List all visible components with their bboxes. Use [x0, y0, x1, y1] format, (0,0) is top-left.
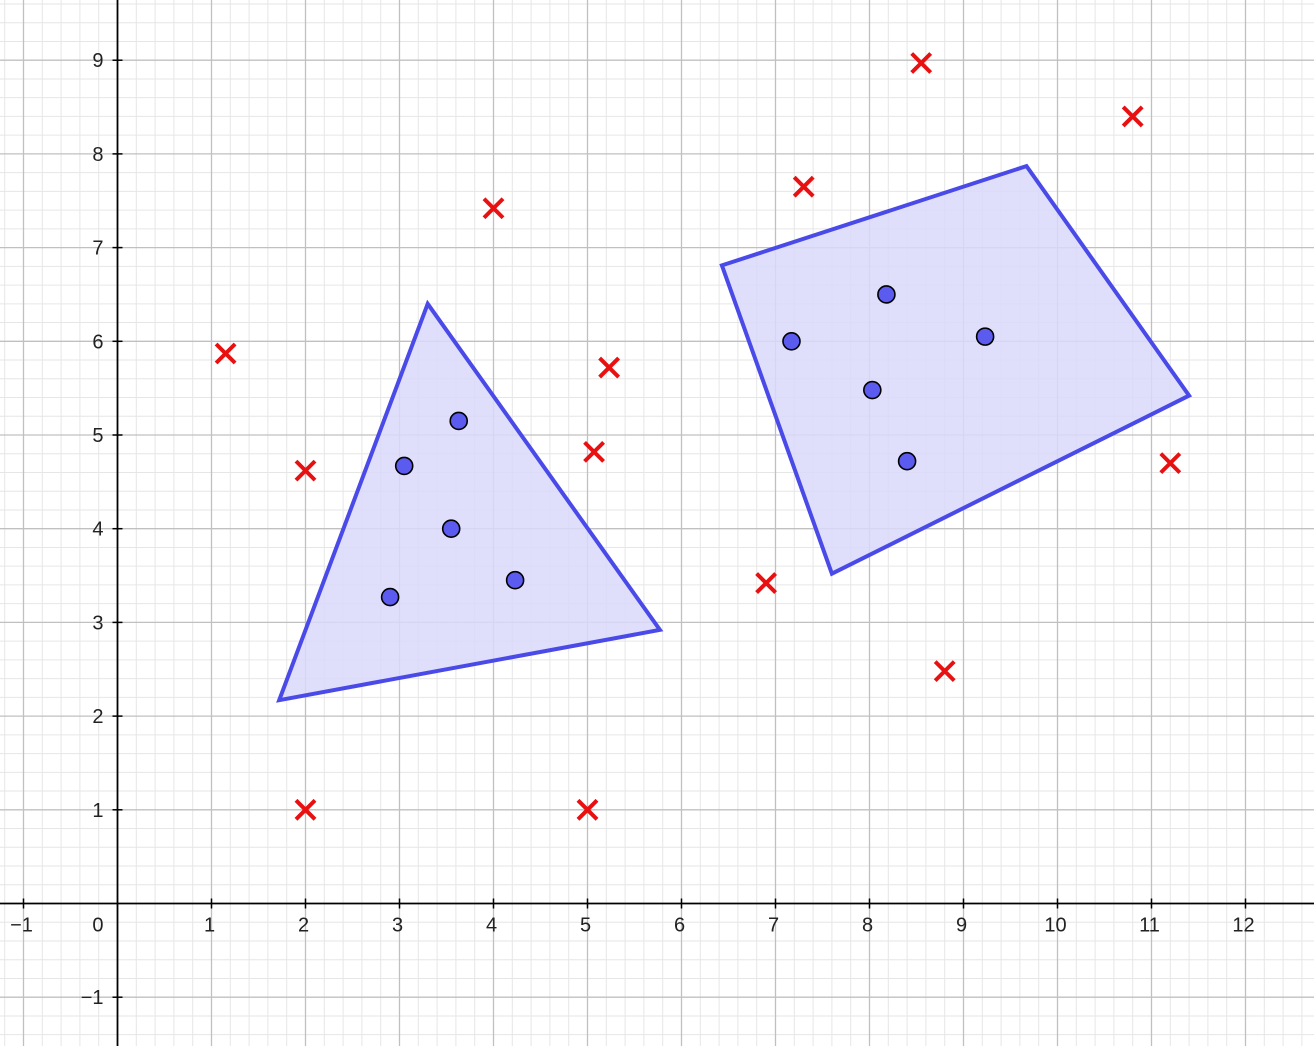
y-tick-label: 5	[92, 425, 103, 447]
data-points	[214, 52, 1182, 821]
x-tick-label: 6	[674, 915, 685, 937]
x-tick-label: 11	[1139, 915, 1160, 937]
y-tick-label: 2	[92, 706, 103, 728]
y-tick-label: 9	[92, 50, 103, 72]
cross-point	[583, 440, 605, 463]
cross-point	[910, 52, 933, 74]
circle-point	[863, 380, 882, 400]
cross-point	[755, 572, 778, 594]
cross-point	[214, 342, 237, 365]
circle-point	[449, 411, 469, 431]
circle-point	[782, 331, 801, 351]
x-tick-label: 1	[204, 915, 215, 937]
circle-point	[877, 285, 896, 304]
circle-point	[975, 327, 995, 346]
x-tick-label: 9	[956, 915, 967, 937]
shaded-polygons	[276, 163, 1193, 703]
x-tick-label: 8	[862, 915, 873, 937]
origin-label: 0	[92, 915, 103, 937]
cross-point	[1121, 105, 1144, 128]
cross-point	[294, 459, 317, 482]
circle-point	[441, 519, 461, 539]
cross-point	[792, 175, 815, 198]
circle-point	[897, 451, 917, 471]
circle-point	[394, 456, 414, 476]
x-tick-label: 7	[768, 915, 779, 937]
x-tick-label: 5	[580, 915, 591, 937]
y-tick-label: −1	[81, 987, 104, 1009]
circle-point	[505, 570, 525, 590]
cross-point	[1159, 452, 1182, 475]
x-tick-label: 12	[1232, 915, 1254, 937]
y-tick-label: 8	[92, 144, 103, 166]
cross-point	[576, 798, 599, 821]
cross-point	[294, 798, 317, 821]
circle-point	[380, 587, 400, 607]
cross-point	[598, 356, 621, 379]
x-tick-label: 10	[1044, 915, 1066, 937]
y-tick-label: 7	[92, 238, 103, 260]
x-tick-label: 3	[392, 915, 403, 937]
cross-point	[933, 660, 956, 683]
y-tick-label: 3	[92, 612, 103, 634]
x-tick-label: 2	[298, 915, 309, 937]
x-tick-label: 4	[486, 915, 497, 937]
y-tick-label: 1	[92, 800, 103, 822]
y-tick-label: 6	[92, 331, 103, 353]
quadrilateral-region	[719, 163, 1193, 577]
x-tick-label: −1	[10, 915, 33, 937]
y-tick-label: 4	[92, 519, 103, 541]
cross-point	[482, 197, 505, 220]
triangle-region	[276, 299, 664, 703]
